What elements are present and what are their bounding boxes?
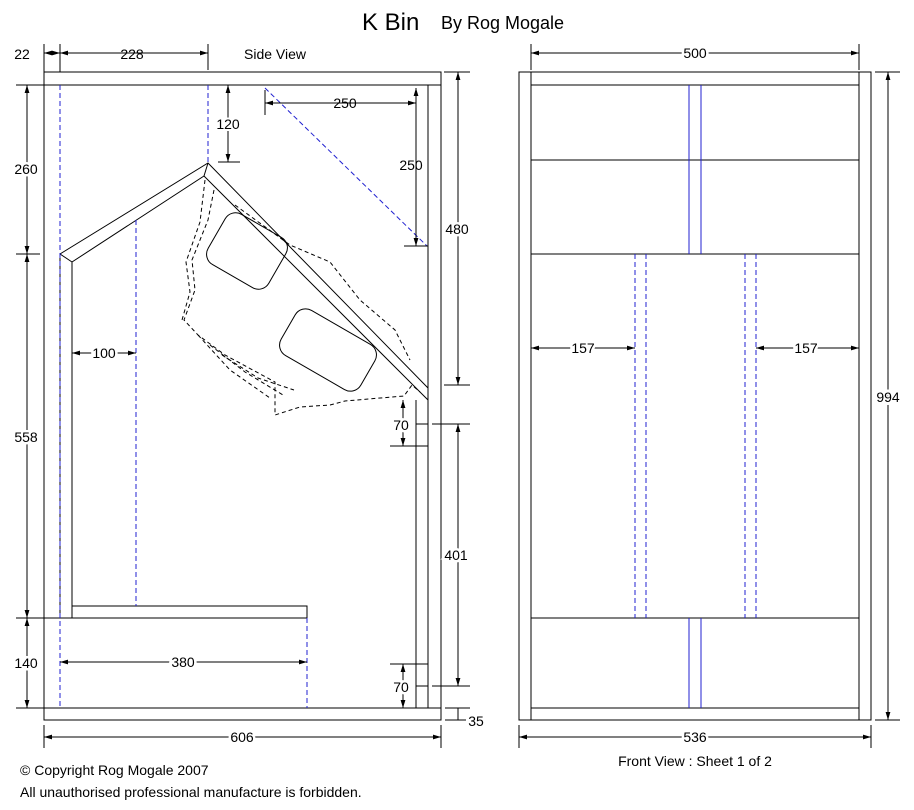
copyright-line: © Copyright Rog Mogale 2007 [20,762,209,778]
dim-100: 100 [92,345,116,361]
side-dimensions [16,44,470,748]
dim-70-upper: 70 [393,417,409,433]
dim-250-vertical: 250 [399,157,423,173]
side-outer-outline [43,71,442,721]
dim-22: 22 [14,46,30,62]
driver-outline [181,179,421,416]
front-view: 500 994 157 157 536 Front View : Sheet 1… [518,43,903,769]
side-view-label: Side View [244,46,307,62]
horn-wall-outer [59,162,429,618]
front-outer-outline [518,71,872,721]
dim-480: 480 [445,221,469,237]
dim-500: 500 [683,45,707,61]
dim-558: 558 [14,429,38,445]
title-main: K Bin [362,9,419,36]
dim-250-horizontal: 250 [333,95,357,111]
horn-wall-inner [71,175,429,618]
dim-120: 120 [216,116,240,132]
dim-157-left: 157 [571,340,595,356]
front-dimensions [518,44,900,748]
title-author: By Rog Mogale [441,13,564,33]
dim-606: 606 [230,729,254,745]
side-view: Side View [12,44,484,748]
dim-401: 401 [444,547,468,563]
dim-380: 380 [171,654,195,670]
dim-228: 228 [120,46,144,62]
dim-157-right: 157 [794,340,818,356]
manufacture-notice: All unauthorised professional manufactur… [20,784,362,800]
dim-536: 536 [683,729,707,745]
horn-shelf [71,605,308,619]
dim-70-lower: 70 [393,679,409,695]
dim-35: 35 [468,713,484,729]
dim-140: 140 [14,655,38,671]
front-view-label: Front View : Sheet 1 of 2 [618,753,772,769]
dim-994: 994 [876,389,900,405]
dim-260: 260 [14,161,38,177]
